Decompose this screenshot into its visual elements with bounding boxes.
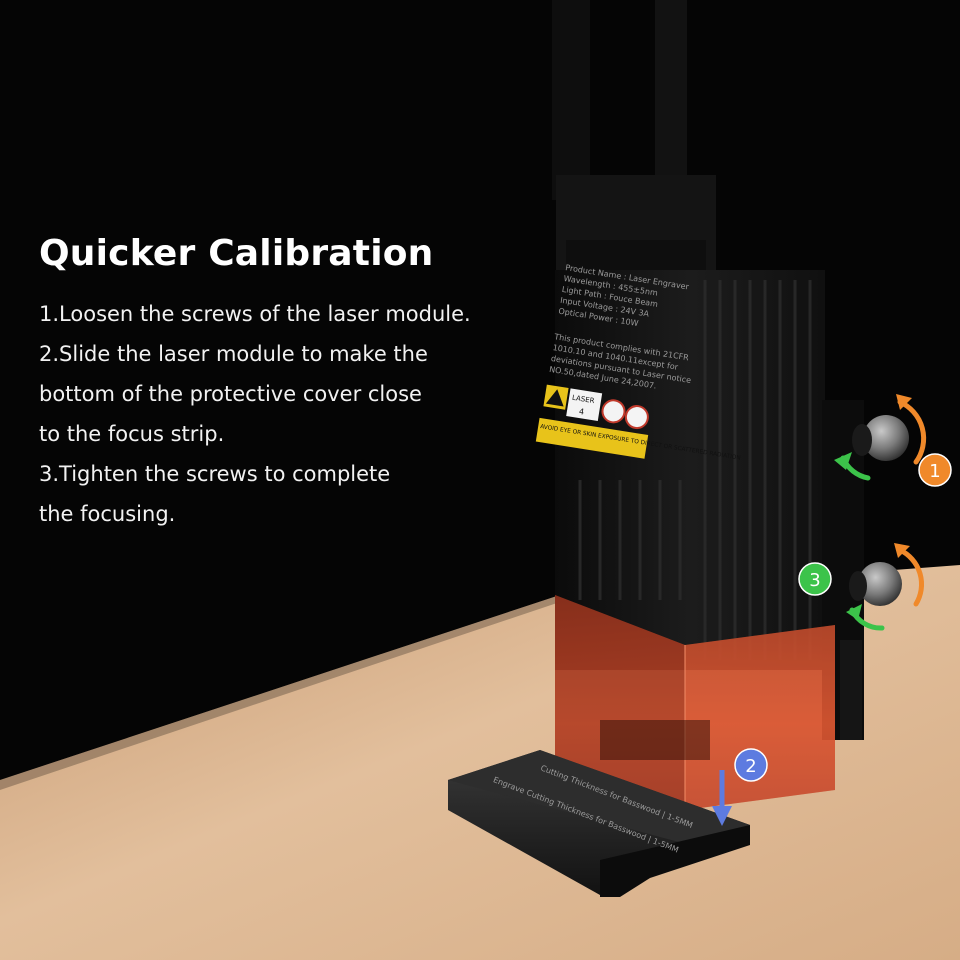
caution-strip [535,417,649,459]
no-hand-icon [624,405,649,430]
step-line: bottom of the protective cover close [39,382,422,406]
rail-right [655,0,687,200]
headline: Quicker Calibration [39,233,434,274]
badge-two-label: 2 [745,756,756,777]
step-line: 2.Slide the laser module to make the [39,342,428,366]
steps-list: 1.Loosen the screws of the laser module.… [39,294,539,534]
laser-warning-label: LASER [571,394,595,405]
no-eye-icon [601,399,626,424]
knob-upper [852,415,909,461]
badge-two: 2 [734,748,768,782]
instructions-panel: Quicker Calibration 1.Loosen the screws … [39,228,539,534]
laser-warning-icon [545,389,564,407]
product-label: Product Name : Laser Engraver Wavelength… [535,263,741,462]
rail-left [552,0,590,200]
heatsink-fins [578,280,812,660]
step-line: 1.Loosen the screws of the laser module. [39,302,471,326]
knob-lower [849,562,902,606]
badge-one-label: 1 [929,461,940,482]
desk-edge-shadow [0,595,560,790]
focus-strip: Cutting Thickness for Basswood | 1-5MM E… [448,750,750,897]
laser-class-number: 4 [578,407,584,417]
orange-arrow-lower [897,547,925,607]
badge-one: 1 [918,453,952,487]
badge-three: 3 [798,562,832,596]
step-line: 3.Tighten the screws to complete [39,462,391,486]
step-line: to the focus strip. [39,422,225,446]
laser-body [555,270,825,670]
step-line: the focusing. [39,502,176,526]
orange-arrow-upper [897,399,927,465]
badge-three-label: 3 [809,570,820,591]
